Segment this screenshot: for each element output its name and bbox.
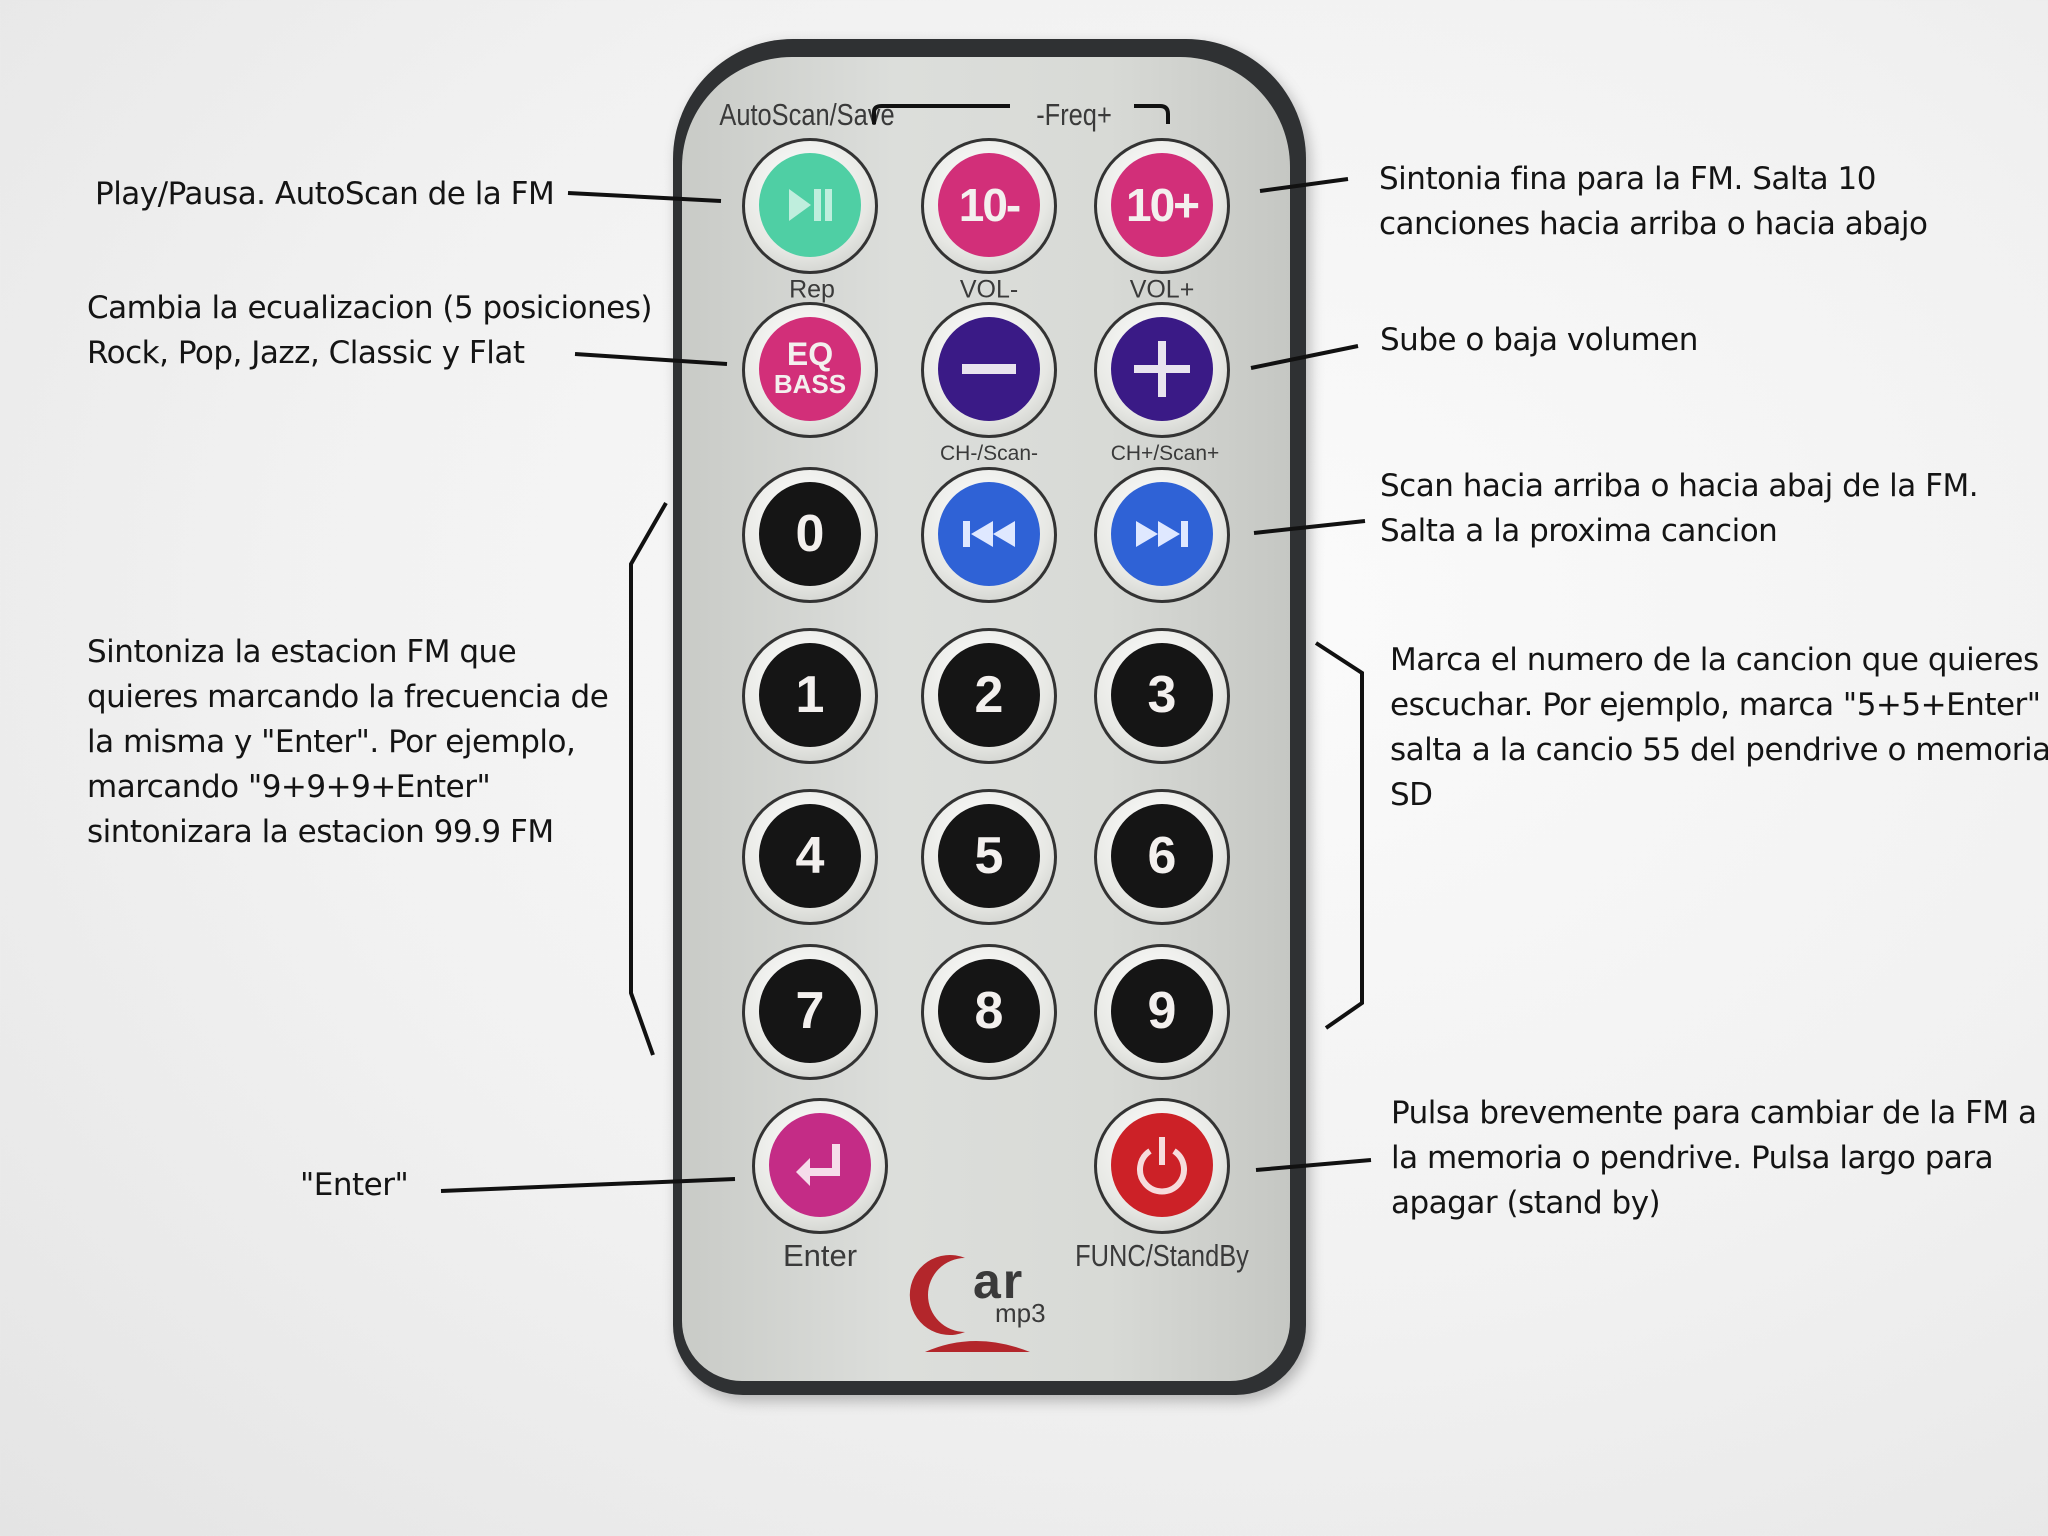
button-cap: 10-: [938, 153, 1040, 257]
power-icon: [1134, 1135, 1190, 1195]
button-digit-8[interactable]: 8: [921, 944, 1057, 1080]
logo-crescent-icon: [909, 1255, 1030, 1352]
button-label: 2: [974, 666, 1004, 724]
skip-forward-icon: [1134, 519, 1190, 549]
label-func-standby: FUNC/StandBy: [1075, 1238, 1249, 1273]
button-digit-3[interactable]: 3: [1094, 628, 1230, 764]
annotation-enter: "Enter": [300, 1167, 409, 1203]
button-cap: 9: [1111, 959, 1213, 1063]
label-vol-minus: VOL-: [959, 275, 1019, 304]
button-cap: [1111, 317, 1213, 421]
button-digit-6[interactable]: 6: [1094, 789, 1230, 925]
annotation-number: Marca el numero de la cancion que quiere…: [1390, 642, 2048, 813]
logo-text: ar: [973, 1253, 1025, 1309]
button-label: 10-: [958, 179, 1022, 231]
button-digit-4[interactable]: 4: [742, 789, 878, 925]
button-label: 7: [795, 982, 825, 1040]
button-digit-9[interactable]: 9: [1094, 944, 1230, 1080]
button-cap: 0: [759, 482, 861, 586]
label-enter: Enter: [782, 1238, 858, 1273]
annotation-eq: Cambia la ecualizacion (5 posiciones)Roc…: [87, 290, 653, 371]
bracket-number: [1314, 641, 1364, 1030]
button-cap: [938, 482, 1040, 586]
button-cap: 10+: [1111, 153, 1213, 257]
label-ch-plus: CH+/Scan+: [1110, 442, 1220, 465]
logo-sub: mp3: [995, 1298, 1046, 1328]
button-label: 3: [1147, 666, 1177, 724]
button-digit-7[interactable]: 7: [742, 944, 878, 1080]
button-cap: [1111, 482, 1213, 586]
button-cap: 5: [938, 804, 1040, 908]
button-label: 8: [974, 982, 1004, 1040]
button-prev[interactable]: [921, 467, 1057, 603]
button-cap: [769, 1113, 871, 1217]
button-cap: [1111, 1113, 1213, 1217]
button-cap: [938, 317, 1040, 421]
button-cap: 2: [938, 643, 1040, 747]
button-sublabel: BASS: [773, 369, 847, 399]
plus-icon: [1134, 341, 1190, 397]
button-ten-minus[interactable]: 10-: [921, 138, 1057, 274]
label-vol-plus: VOL+: [1129, 275, 1195, 304]
minus-icon: [962, 363, 1016, 375]
button-cap: [759, 153, 861, 257]
button-digit-5[interactable]: 5: [921, 789, 1057, 925]
label-autoscan: AutoScan/Save: [719, 97, 895, 132]
button-cap: 3: [1111, 643, 1213, 747]
button-digit-2[interactable]: 2: [921, 628, 1057, 764]
button-label: 5: [974, 827, 1004, 885]
button-label: 4: [795, 827, 825, 885]
annotation-scan: Scan hacia arriba o hacia abaj de la FM.…: [1380, 468, 1979, 549]
button-digit-0[interactable]: 0: [742, 467, 878, 603]
button-next[interactable]: [1094, 467, 1230, 603]
button-power[interactable]: [1094, 1098, 1230, 1234]
play-pause-icon: [785, 185, 835, 225]
button-cap: 6: [1111, 804, 1213, 908]
button-label: 6: [1147, 827, 1177, 885]
enter-icon: [792, 1140, 848, 1190]
button-label: 10+: [1125, 179, 1200, 231]
label-rep: Rep: [789, 275, 835, 304]
annotation-play: Play/Pausa. AutoScan de la FM: [95, 176, 555, 212]
skip-back-icon: [961, 519, 1017, 549]
bracket-tune: [629, 502, 668, 1056]
button-label: 0: [795, 505, 825, 563]
button-play-pause[interactable]: [742, 138, 878, 274]
annotation-volume: Sube o baja volumen: [1380, 322, 1698, 358]
button-cap: 8: [938, 959, 1040, 1063]
button-cap: 7: [759, 959, 861, 1063]
button-cap: 1: [759, 643, 861, 747]
brand-logo: ar mp3: [905, 1250, 1085, 1355]
annotation-power: Pulsa brevemente para cambiar de la FM a…: [1391, 1095, 2037, 1221]
button-label: EQ: [786, 336, 834, 372]
label-freq: -Freq+: [1036, 97, 1112, 132]
button-label: 1: [795, 666, 825, 724]
button-cap: 4: [759, 804, 861, 908]
button-ten-plus[interactable]: 10+: [1094, 138, 1230, 274]
button-digit-1[interactable]: 1: [742, 628, 878, 764]
button-enter[interactable]: [752, 1098, 888, 1234]
button-label: 9: [1147, 982, 1177, 1040]
button-vol-minus[interactable]: [921, 302, 1057, 438]
button-vol-plus[interactable]: [1094, 302, 1230, 438]
label-ch-minus: CH-/Scan-: [939, 442, 1039, 465]
